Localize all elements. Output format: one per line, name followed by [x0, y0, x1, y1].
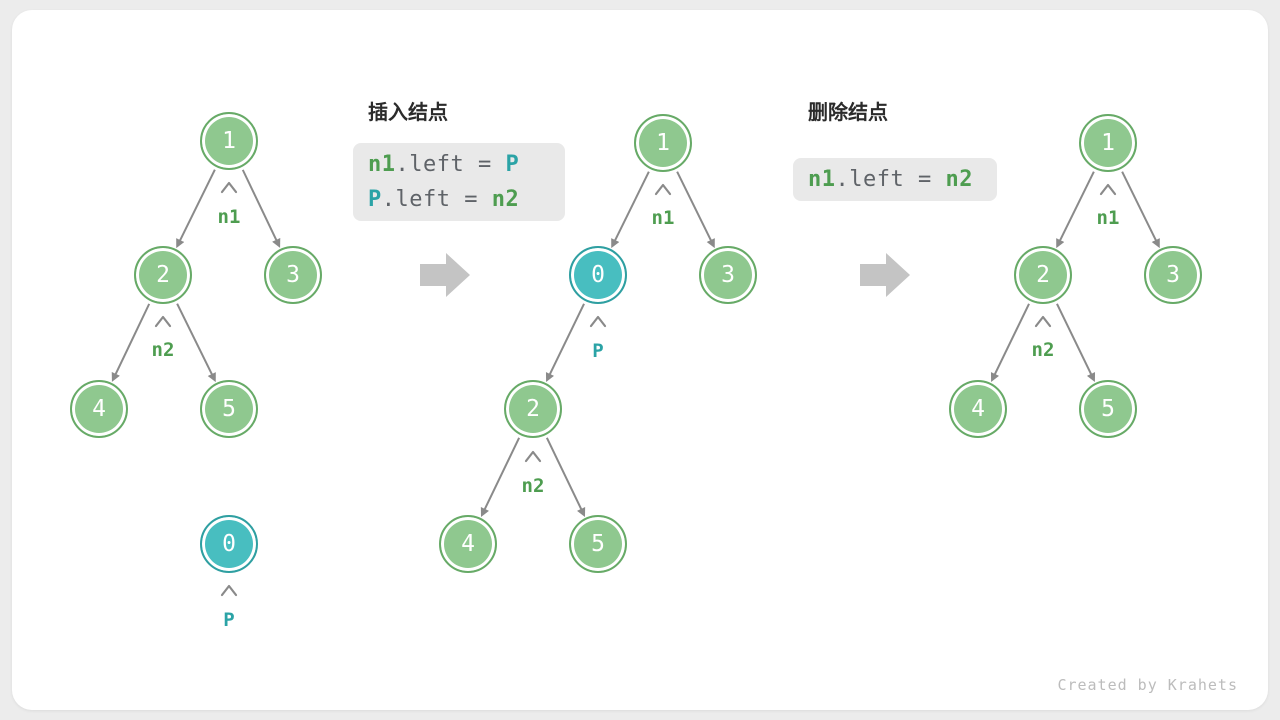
- tree-node-0: 0: [200, 515, 258, 573]
- code-token: .left =: [835, 167, 946, 192]
- pointer-label-n1: n1: [1096, 207, 1120, 229]
- tree-node-5: 5: [200, 380, 258, 438]
- code-token: P: [368, 187, 382, 212]
- delete-code-box: n1.left = n2: [793, 158, 997, 201]
- tree-node-5: 5: [1079, 380, 1137, 438]
- tree-node-3: 3: [264, 246, 322, 304]
- tree-node-2: 2: [504, 380, 562, 438]
- code-token: .left =: [381, 187, 492, 212]
- code-line: P.left = n2: [368, 182, 550, 217]
- code-token: n2: [491, 187, 520, 212]
- tree-node-0: 0: [569, 246, 627, 304]
- tree-node-2: 2: [134, 246, 192, 304]
- pointer-label-n2: n2: [1031, 339, 1055, 361]
- code-line: n1.left = P: [368, 147, 550, 182]
- code-token: n2: [945, 167, 973, 192]
- pointer-label-P: P: [592, 340, 604, 362]
- credit-text: Created by Krahets: [1057, 676, 1238, 694]
- tree-node-2: 2: [1014, 246, 1072, 304]
- pointer-label-n1: n1: [217, 206, 241, 228]
- code-token: .left =: [395, 152, 506, 177]
- pointer-label-n2: n2: [521, 475, 545, 497]
- tree-node-3: 3: [699, 246, 757, 304]
- tree-node-5: 5: [569, 515, 627, 573]
- tree-node-3: 3: [1144, 246, 1202, 304]
- code-token: n1: [808, 167, 836, 192]
- code-token: P: [505, 152, 520, 177]
- tree-node-1: 1: [1079, 114, 1137, 172]
- tree-node-1: 1: [200, 112, 258, 170]
- insert-section-title: 插入结点: [368, 102, 448, 124]
- code-line: n1.left = n2: [808, 162, 982, 197]
- pointer-label-n2: n2: [151, 339, 175, 361]
- tree-node-4: 4: [439, 515, 497, 573]
- tree-node-4: 4: [70, 380, 128, 438]
- tree-node-4: 4: [949, 380, 1007, 438]
- pointer-label-P: P: [223, 609, 235, 631]
- pointer-label-n1: n1: [651, 207, 675, 229]
- code-token: n1: [368, 152, 396, 177]
- delete-section-title: 删除结点: [808, 102, 888, 124]
- tree-node-1: 1: [634, 114, 692, 172]
